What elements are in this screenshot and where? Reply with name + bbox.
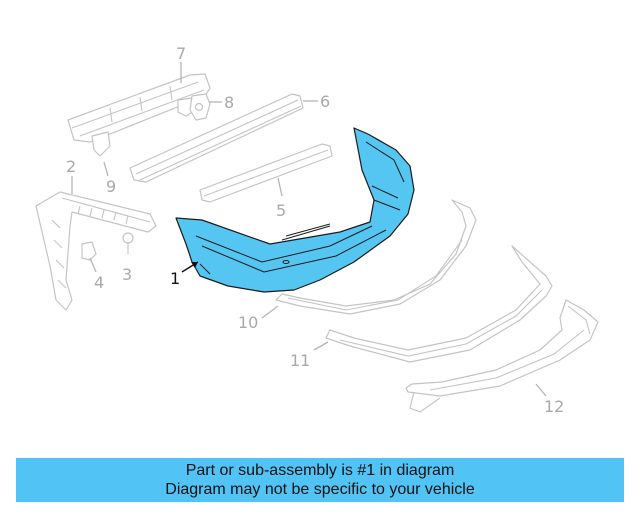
leader-1-arrow (191, 262, 198, 268)
part-11-molding (325, 245, 553, 363)
callout-11: 11 (290, 351, 310, 370)
leader-9 (103, 161, 109, 177)
callout-10: 10 (238, 313, 258, 332)
part-10-molding (275, 199, 477, 315)
callout-5: 5 (276, 201, 286, 220)
callout-4: 4 (94, 273, 104, 292)
callout-12: 12 (544, 397, 564, 416)
part-8-bracket (189, 93, 211, 121)
callout-2: 2 (66, 157, 76, 176)
part-6-absorber (129, 93, 304, 183)
parts-diagram: 7 8 9 6 5 2 4 3 (35, 44, 599, 416)
part-4-clip (81, 241, 97, 261)
leader-10 (261, 305, 279, 319)
banner-line-2: Diagram may not be specific to your vehi… (165, 481, 475, 498)
part-1-bumper-cover (175, 127, 415, 293)
callout-7: 7 (176, 44, 186, 63)
info-banner: Part or sub-assembly is #1 in diagram Di… (16, 458, 624, 502)
leader-11 (313, 341, 329, 351)
leader-5 (277, 177, 283, 197)
leader-12 (535, 383, 547, 397)
callout-1: 1 (170, 269, 180, 288)
callout-6: 6 (320, 92, 330, 111)
leader-4 (89, 257, 97, 273)
banner-line-1: Part or sub-assembly is #1 in diagram (185, 462, 455, 479)
part-12-valance (405, 299, 599, 413)
part-3-screw (122, 232, 134, 254)
callout-3: 3 (122, 265, 132, 284)
callout-8: 8 (224, 93, 234, 112)
part-2-side-bracket (35, 191, 157, 311)
callout-9: 9 (106, 177, 116, 196)
part-5-strip (199, 143, 333, 203)
